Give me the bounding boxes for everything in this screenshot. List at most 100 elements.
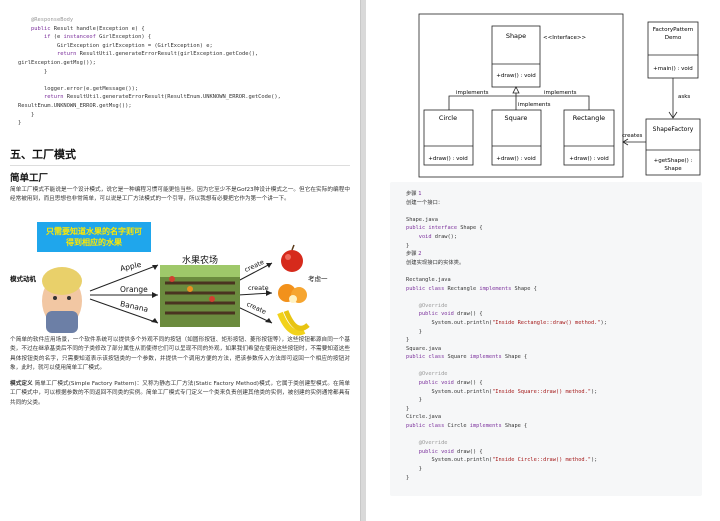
rectangle-name: Rectangle (573, 114, 605, 122)
code-line: 创建实现接口的实体类。 (406, 259, 607, 268)
code-line: 创建一个接口： (406, 199, 607, 208)
code-line: } (406, 474, 607, 483)
code-token: instanceof (63, 34, 96, 41)
code-token: draw() { (453, 448, 483, 455)
creates-label: creates (622, 133, 642, 139)
code-token: @Override (418, 371, 448, 378)
code-token: Rectangle.java (406, 276, 451, 283)
code-line: @Override (406, 302, 607, 311)
code-token: ResultEnum.UNKNOWN_ERROR.getMsg()); (18, 102, 132, 109)
code-token: System.out.println( (431, 319, 493, 326)
code-line: void draw(); (406, 233, 607, 242)
code-token: public void (418, 380, 454, 387)
definition-paragraph: 模式定义 简单工厂模式(Simple Factory Pattern)：又称为静… (10, 380, 350, 408)
code-line: Rectangle.java (406, 276, 607, 285)
code-token: System.out.println( (431, 457, 493, 464)
code-token: } (30, 111, 35, 118)
code-token: public (30, 25, 51, 32)
code-token: 2 (418, 251, 422, 258)
code-line: } (18, 68, 281, 77)
code-line: public void draw() { (406, 448, 607, 457)
code-line: public class Rectangle implements Shape … (406, 285, 607, 294)
code-token: ResultUtil.generateErrorResult(ResultEnu… (63, 94, 281, 101)
code-line (406, 267, 607, 276)
code-token: Shape { (511, 285, 537, 292)
code-token: "Inside Circle::draw() method." (492, 457, 591, 464)
code-token: GirlException girlException = (GirlExcep… (56, 42, 213, 49)
code-line: public void draw() { (406, 379, 607, 388)
factory-method-line2: Shape (664, 166, 682, 172)
code-token: } (18, 120, 22, 127)
arrow-label-orange: Orange (120, 285, 148, 294)
code-token: ResultUtil.generateErrorResult(girlExcep… (76, 51, 259, 58)
code-token: logger.error(e.getMessage()); (43, 85, 139, 92)
code-line (406, 431, 607, 440)
code-token: } (43, 68, 48, 75)
definition-text: 简单工厂模式(Simple Factory Pattern)：又称为静态工厂方法… (10, 381, 350, 406)
code-line (406, 207, 607, 216)
create-label-orange: create (248, 284, 269, 292)
code-line: girlException.getMsg()); (18, 59, 281, 68)
code-token: @Override (418, 302, 448, 309)
farm-title: 水果农场 (182, 256, 219, 266)
banner-line-1: 只需要知道水果的名字则可 (46, 227, 142, 236)
code-token: public class (406, 423, 445, 430)
code-line: @Override (406, 370, 607, 379)
code-line: public class Square implements Shape { (406, 353, 607, 362)
code-token: return (43, 94, 64, 101)
code-line: System.out.println("Inside Circle::draw(… (406, 456, 607, 465)
code-token: Shape { (501, 423, 528, 430)
intro-paragraph: 简单工厂模式不能说是一个设计模式，说它是一种编程习惯可能更恰当些。因为它至少不是… (10, 187, 350, 203)
code-line: System.out.println("Inside Square::draw(… (406, 388, 607, 397)
shape-stereotype: <<Interface>> (543, 35, 586, 41)
code-token: Square (444, 354, 470, 361)
code-token: Shape { (501, 354, 528, 361)
code-line: } (406, 405, 607, 414)
square-class-box: Square +draw() : void (491, 109, 542, 166)
code-token: @ResponseBody (30, 17, 74, 23)
code-line: public Result handle(Exception e) { (18, 25, 281, 34)
square-method: +draw() : void (496, 156, 536, 162)
code-line: public void draw() { (406, 310, 607, 319)
code-token: @Override (418, 440, 448, 447)
code-token: void (418, 233, 432, 240)
apple-image (281, 244, 303, 272)
code-token: 创建实现接口的实体类。 (406, 259, 465, 266)
code-line (406, 293, 607, 302)
code-line: } (406, 328, 607, 337)
body-paragraph: 个简单的软件应用场景，一个软件系统可以提供多个外观不同的按钮（如圆形按钮、矩形按… (10, 337, 350, 372)
code-token: Circle.java (406, 414, 442, 421)
code-token: 步骤 (406, 251, 419, 258)
code-line: Circle.java (406, 413, 607, 422)
left-code-block: @ResponseBody public Result handle(Excep… (18, 16, 281, 128)
code-token: GirlException) { (95, 34, 152, 41)
code-token: ); (590, 457, 598, 464)
code-line: Shape.java (406, 216, 607, 225)
code-line: } (18, 111, 281, 120)
orange-image (278, 284, 307, 303)
code-token: girlException.getMsg()); (18, 59, 96, 66)
subsection-title: 简单工厂 (10, 173, 49, 184)
code-token: Square.java (406, 345, 442, 352)
code-token: } (406, 337, 410, 344)
code-token: } (418, 328, 422, 335)
code-token: implements (469, 423, 502, 430)
code-token: } (418, 466, 422, 472)
figure-left-label: 模式动机 (10, 275, 36, 283)
code-line (18, 76, 281, 85)
figure-right-label: 考虑一 (308, 275, 328, 283)
code-line: return ResultUtil.generateErrorResult(Re… (18, 93, 281, 102)
circle-class-box: Circle +draw() : void (423, 109, 474, 166)
code-line: public interface Shape { (406, 224, 607, 233)
code-line: Square.java (406, 345, 607, 354)
farm-image (160, 265, 240, 327)
implements-label-2: implements (518, 102, 551, 108)
code-token: public interface (406, 225, 458, 232)
circle-method: +draw() : void (428, 156, 468, 162)
factory-method-line1: +getShape() : (654, 158, 693, 164)
diagram-frame (418, 13, 624, 178)
circle-name: Circle (439, 114, 457, 122)
section-title: 五、工厂模式 (10, 146, 350, 166)
